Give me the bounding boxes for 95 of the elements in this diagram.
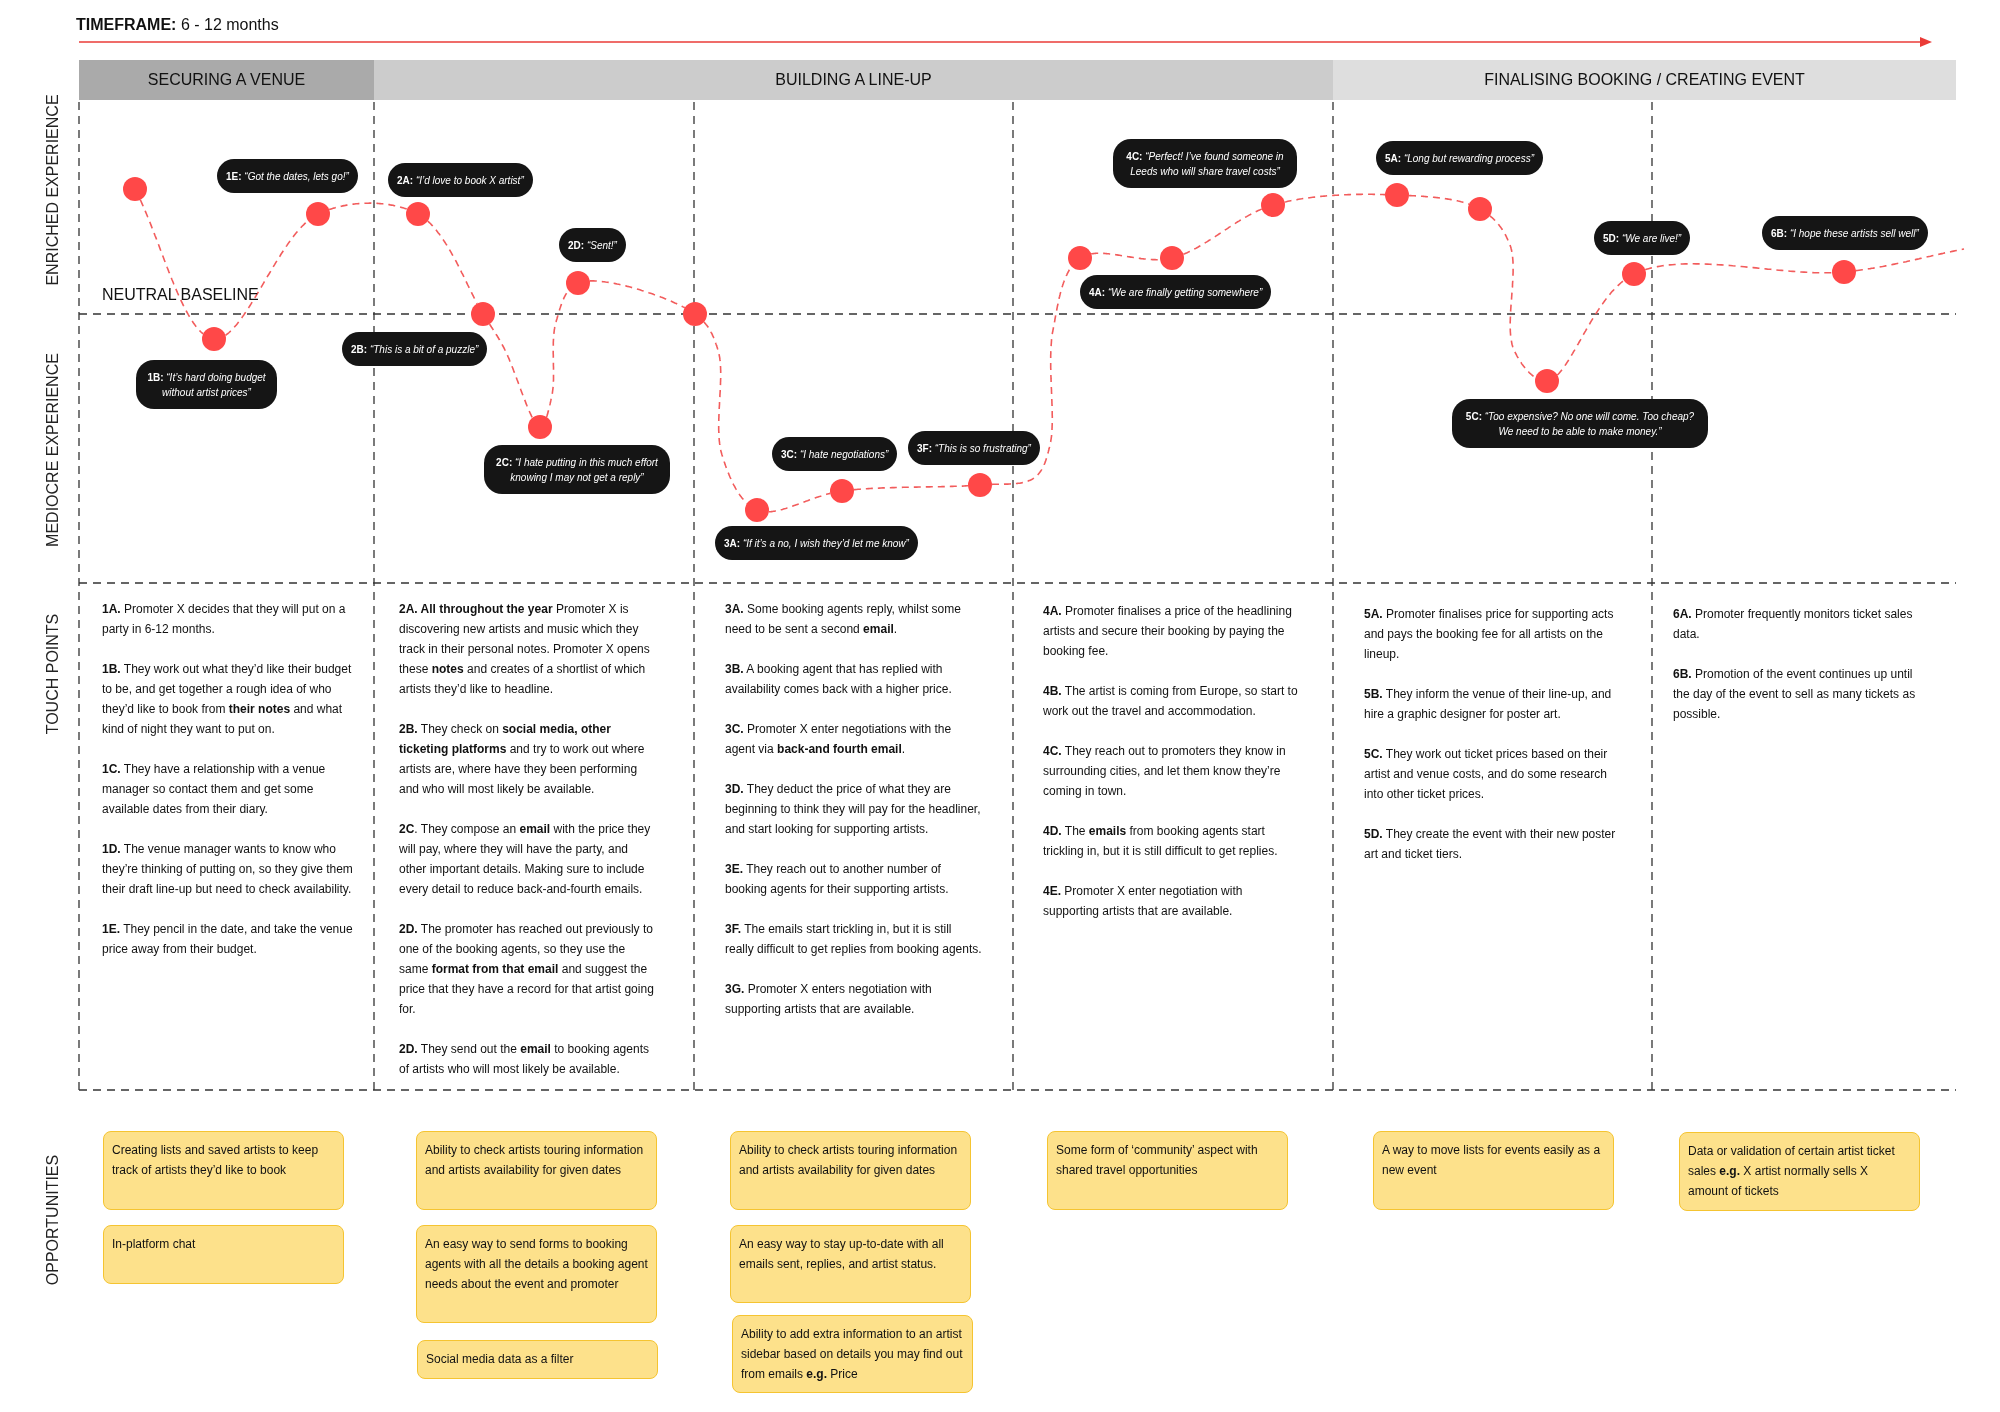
touch-point-text: 4D. The emails from booking agents start trickling in, but it is still difficult to get replies.	[1043, 823, 1279, 860]
journey-point	[566, 271, 590, 295]
touch-point-text: 1A. Promoter X decides that they will put on a party in 6-12 months.	[102, 601, 347, 638]
touch-point-text: 2C. They compose an email with the price they will pay, where they will have the party, and other important details. Making sure to include every detail to reduce back-and-fourth emails.	[399, 821, 652, 898]
touch-point-text: 1D. The venue manager wants to know who they’re thinking of putting on, so they give them their draft line-up but need to check availability.	[102, 841, 354, 898]
touch-point-text: 6A. Promoter frequently monitors ticket sales data.	[1673, 606, 1914, 643]
touch-point-text: 4C. They reach out to promoters they know in surrounding cities, and let them know they’re coming in town.	[1043, 743, 1287, 800]
touch-point-text: 6B. Promotion of the event continues up until the day of the event to sell as many tickets as possible.	[1673, 666, 1917, 723]
row-label: ENRICHED EXPERIENCE	[43, 94, 62, 286]
journey-point	[528, 415, 552, 439]
journey-curve-segment	[328, 202, 408, 211]
journey-curve-segment	[768, 492, 831, 513]
touch-point-text: 5C. They work out ticket prices based on their artist and venue costs, and do some research into other ticket prices.	[1364, 746, 1609, 803]
timeframe-title: TIMEFRAME: 6 - 12 months	[76, 15, 279, 35]
touch-point-text: 3D. They deduct the price of what they are beginning to think they will pay for the headliner, and start looking for supporting artists.	[725, 781, 982, 838]
touch-point-text: 3G. Promoter X enters negotiation with supporting artists that are available.	[725, 981, 933, 1018]
touch-point-text: 5A. Promoter finalises price for supporting acts and pays the booking fee for all artists on the lineup.	[1364, 606, 1615, 663]
touch-point-text: 3E. They reach out to another number of booking agents for their supporting artists.	[725, 861, 950, 898]
journey-curve-segment	[1855, 248, 1965, 272]
quote-bubble: 2D: “Sent!”	[559, 228, 626, 262]
touch-point-text: 2A. All throughout the year Promoter X is discovering new artists and music which they track in their personal notes. Promoter X opens these notes and creates of a shortlist of which artists they’d like to headline.	[399, 601, 651, 698]
journey-point	[683, 302, 707, 326]
journey-point	[1160, 246, 1184, 270]
quote-bubble: 1B: “It’s hard doing budget without artist prices”	[136, 360, 277, 409]
touch-point-text: 2D. The promoter has reached out previously to one of the booking agents, so they use the same format from that email and suggest the price that they have a record for that artist going for.	[399, 921, 655, 1018]
touch-point-text: 3C. Promoter X enter negotiations with the agent via back-and fourth email.	[725, 721, 953, 758]
opportunity-card: Ability to check artists touring information and artists availability for given dates	[416, 1131, 657, 1210]
opportunity-card: Some form of ‘community’ aspect with shared travel opportunities	[1047, 1131, 1288, 1210]
journey-point	[968, 473, 992, 497]
touch-point-text: 1E. They pencil in the date, and take the venue price away from their budget.	[102, 921, 354, 958]
journey-point	[471, 302, 495, 326]
touch-point-text: 1C. They have a relationship with a venue manager so contact them and get some available dates from their diary.	[102, 761, 327, 818]
touch-point-text: 3F. The emails start trickling in, but it is still really difficult to get replies from booking agents.	[725, 921, 982, 958]
journey-curve-segment	[1182, 208, 1263, 255]
row-label: OPPORTUNITIES	[43, 1154, 62, 1286]
quote-bubble: 5C: “Too expensive? No one will come. Too cheap? We need to be able to make money.”	[1452, 399, 1708, 448]
quote-bubble: 5D: “We are live!”	[1594, 221, 1691, 255]
journey-curve-segment	[1090, 252, 1161, 261]
touch-point-text: 1B. They work out what they’d like their budget to be, and get together a rough idea of who they’d like to book from their notes and what kind of night they want to put on.	[102, 661, 353, 738]
opportunity-card: A way to move lists for events easily as a new event	[1373, 1131, 1614, 1210]
opportunity-card: Social media data as a filter	[417, 1340, 658, 1379]
journey-point	[123, 177, 147, 201]
quote-bubble: 3F: “This is so frustrating”	[908, 431, 1040, 465]
row-label: TOUCH POINTS	[43, 613, 62, 735]
opportunity-card: An easy way to send forms to booking agents with all the details a booking agent needs about the event and promoter	[416, 1225, 657, 1323]
opportunity-card: Creating lists and saved artists to keep track of artists they’d like to book	[103, 1131, 344, 1210]
journey-curve-segment	[1489, 215, 1537, 379]
phase-header: BUILDING A LINE-UP	[374, 60, 1333, 100]
phase-header: FINALISING BOOKING / CREATING EVENT	[1333, 60, 1956, 100]
journey-point	[745, 498, 769, 522]
journey-point	[1622, 262, 1646, 286]
journey-curve-segment	[488, 323, 534, 419]
journey-point	[1832, 260, 1856, 284]
opportunity-card: In-platform chat	[103, 1225, 344, 1284]
touch-point-text: 2D. They send out the email to booking agents of artists who will most likely be available.	[399, 1041, 650, 1078]
journey-curve-segment	[589, 280, 686, 309]
journey-point	[202, 327, 226, 351]
touch-point-text: 2B. They check on social media, other ticketing platforms and try to work out where artists are, where have they been performing and who will most likely be available.	[399, 721, 646, 798]
baseline-label: NEUTRAL BASELINE	[102, 285, 259, 305]
touch-point-text: 4E. Promoter X enter negotiation with supporting artists that are available.	[1043, 883, 1244, 920]
journey-point	[1068, 246, 1092, 270]
journey-point	[1468, 197, 1492, 221]
journey-point	[306, 202, 330, 226]
quote-bubble: 4C: “Perfect! I’ve found someone in Leeds who will share travel costs”	[1113, 139, 1297, 188]
touch-point-text: 5D. They create the event with their new poster art and ticket tiers.	[1364, 826, 1617, 863]
journey-curve-segment	[1644, 263, 1833, 274]
touch-point-text: 4B. The artist is coming from Europe, so start to work out the travel and accommodation.	[1043, 683, 1299, 720]
journey-curve-segment	[853, 485, 969, 491]
opportunity-card: Ability to check artists touring information and artists availability for given dates	[730, 1131, 971, 1210]
touch-point-text: 3A. Some booking agents reply, whilst some need to be sent a second email.	[725, 601, 962, 638]
opportunity-card: An easy way to stay up-to-date with all emails sent, replies, and artist status.	[730, 1225, 971, 1303]
journey-point	[406, 202, 430, 226]
quote-bubble: 6B: “I hope these artists sell well”	[1762, 216, 1928, 250]
quote-bubble: 2A: “I’d love to book X artist”	[388, 163, 533, 197]
quote-bubble: 5A: “Long but rewarding process”	[1376, 141, 1543, 175]
row-label: MEDIOCRE EXPERIENCE	[43, 353, 62, 547]
phase-header: SECURING A VENUE	[79, 60, 374, 100]
opportunity-card: Data or validation of certain artist ticket sales e.g. X artist normally sells X amount of tickets	[1679, 1132, 1920, 1211]
quote-bubble: 2B: “This is a bit of a puzzle”	[342, 332, 488, 366]
quote-bubble: 4A: “We are finally getting somewhere”	[1080, 275, 1272, 309]
journey-point	[1261, 193, 1285, 217]
quote-bubble: 2C: “I hate putting in this much effort knowing I may not get a reply”	[484, 445, 670, 494]
journey-point	[1385, 183, 1409, 207]
journey-curve-segment	[139, 199, 204, 335]
journey-curve-segment	[1283, 193, 1386, 203]
journey-point	[1535, 369, 1559, 393]
quote-bubble: 3C: “I hate negotiations”	[772, 437, 898, 471]
quote-bubble: 3A: “If it’s a no, I wish they’d let me know”	[715, 526, 918, 560]
touch-point-text: 4A. Promoter finalises a price of the headlining artists and secure their booking by paying the booking fee.	[1043, 603, 1293, 660]
opportunity-card: Ability to add extra information to an artist sidebar based on details you may find out from emails e.g. Price	[732, 1315, 973, 1393]
quote-bubble: 1E: “Got the dates, lets go!”	[217, 159, 358, 193]
touch-point-text: 3B. A booking agent that has replied with availability comes back with a higher price.	[725, 661, 953, 698]
touch-point-text: 5B. They inform the venue of their line-up, and hire a graphic designer for poster art.	[1364, 686, 1613, 723]
journey-point	[830, 479, 854, 503]
journey-curve-segment	[1556, 279, 1625, 376]
